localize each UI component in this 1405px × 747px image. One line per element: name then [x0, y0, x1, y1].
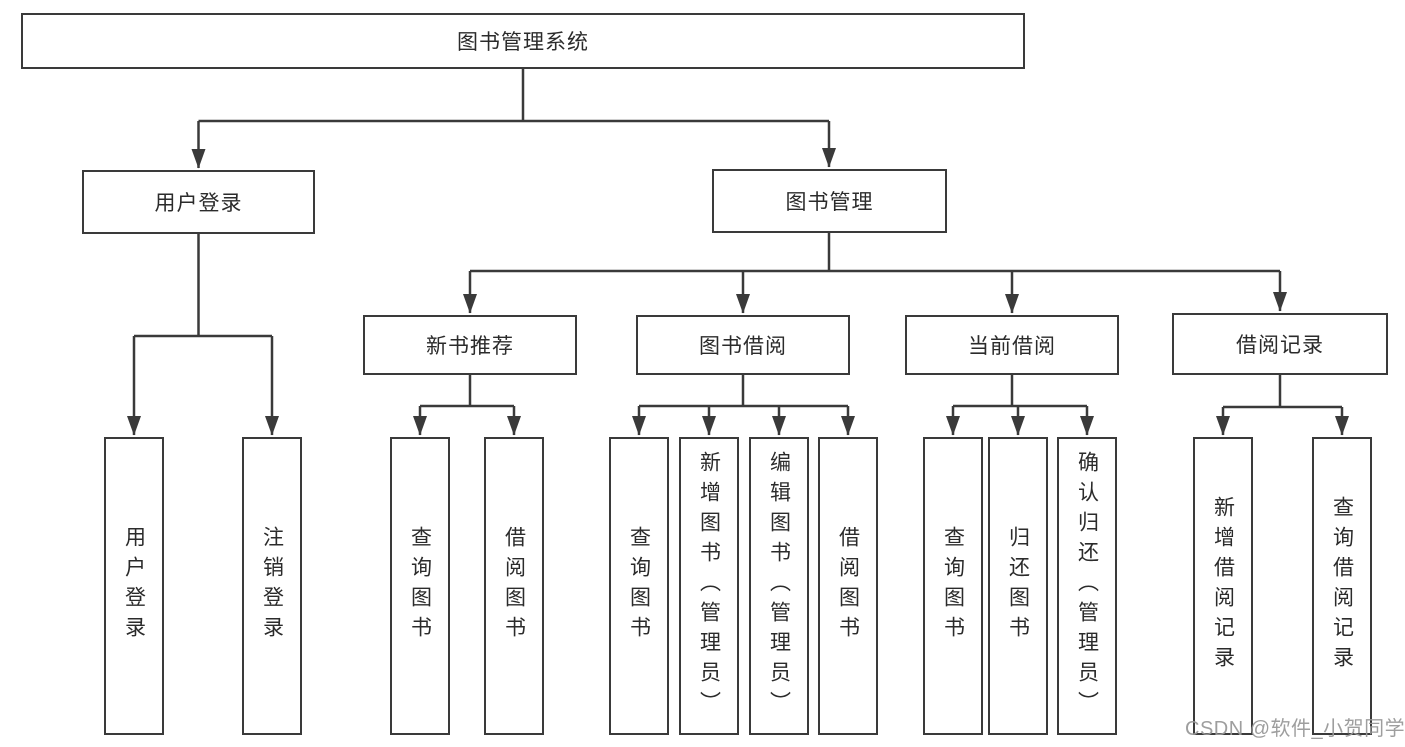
node-book-borrow-label: 图书借阅 — [699, 335, 787, 358]
leaf-recommend-borrow-book-label: 借阅图书 — [502, 526, 526, 646]
connector-book-management-trunk — [470, 233, 1280, 273]
leaf-logout-label: 注销登录 — [260, 526, 284, 646]
leaf-user-login: 用户登录 — [104, 437, 164, 735]
connector-current-borrow-trunk — [953, 375, 1087, 408]
leaf-current-query-book: 查询图书 — [923, 437, 983, 735]
leaf-add-book-admin: 新增图书（管理员） — [679, 437, 739, 735]
node-book-management: 图书管理 — [712, 169, 947, 233]
node-current-borrow-label: 当前借阅 — [968, 335, 1056, 358]
node-user-login: 用户登录 — [82, 170, 315, 234]
leaf-recommend-borrow-book: 借阅图书 — [484, 437, 544, 735]
leaf-confirm-return-admin: 确认归还（管理员） — [1057, 437, 1117, 735]
leaf-borrow-book-label: 借阅图书 — [836, 526, 860, 646]
leaf-query-borrow-record-label: 查询借阅记录 — [1330, 496, 1354, 676]
csdn-watermark: CSDN @软件_小贺同学 — [1185, 718, 1405, 740]
connector-new-book-trunk — [420, 375, 514, 408]
node-user-login-label: 用户登录 — [154, 192, 243, 215]
node-book-borrow: 图书借阅 — [636, 315, 850, 375]
leaf-edit-book-admin-label: 编辑图书（管理员） — [767, 451, 791, 721]
leaf-add-book-admin-label: 新增图书（管理员） — [697, 451, 721, 721]
node-borrow-record: 借阅记录 — [1172, 313, 1388, 375]
leaf-recommend-query-book: 查询图书 — [390, 437, 450, 735]
leaf-borrow-query-book-label: 查询图书 — [627, 526, 651, 646]
connector-book-borrow-trunk — [639, 375, 848, 408]
node-book-management-label: 图书管理 — [785, 191, 874, 214]
leaf-edit-book-admin: 编辑图书（管理员） — [749, 437, 809, 735]
node-new-book-recommend-label: 新书推荐 — [426, 335, 514, 358]
connector-borrow-record-trunk — [1223, 375, 1342, 409]
leaf-current-query-book-label: 查询图书 — [941, 526, 965, 646]
node-root: 图书管理系统 — [21, 13, 1025, 69]
leaf-add-borrow-record: 新增借阅记录 — [1193, 437, 1253, 735]
leaf-return-book-label: 归还图书 — [1006, 526, 1030, 646]
leaf-add-borrow-record-label: 新增借阅记录 — [1211, 496, 1235, 676]
leaf-user-login-label: 用户登录 — [122, 526, 146, 646]
connector-user-login-trunk — [134, 234, 272, 338]
leaf-recommend-query-book-label: 查询图书 — [408, 526, 432, 646]
leaf-query-borrow-record: 查询借阅记录 — [1312, 437, 1372, 735]
node-current-borrow: 当前借阅 — [905, 315, 1119, 375]
leaf-logout: 注销登录 — [242, 437, 302, 735]
connector-root-trunk — [198, 69, 829, 123]
leaf-return-book: 归还图书 — [988, 437, 1048, 735]
leaf-borrow-query-book: 查询图书 — [609, 437, 669, 735]
leaf-confirm-return-admin-label: 确认归还（管理员） — [1075, 451, 1099, 721]
leaf-borrow-book: 借阅图书 — [818, 437, 878, 735]
node-borrow-record-label: 借阅记录 — [1236, 334, 1324, 357]
node-root-label: 图书管理系统 — [457, 31, 589, 54]
node-new-book-recommend: 新书推荐 — [363, 315, 577, 375]
